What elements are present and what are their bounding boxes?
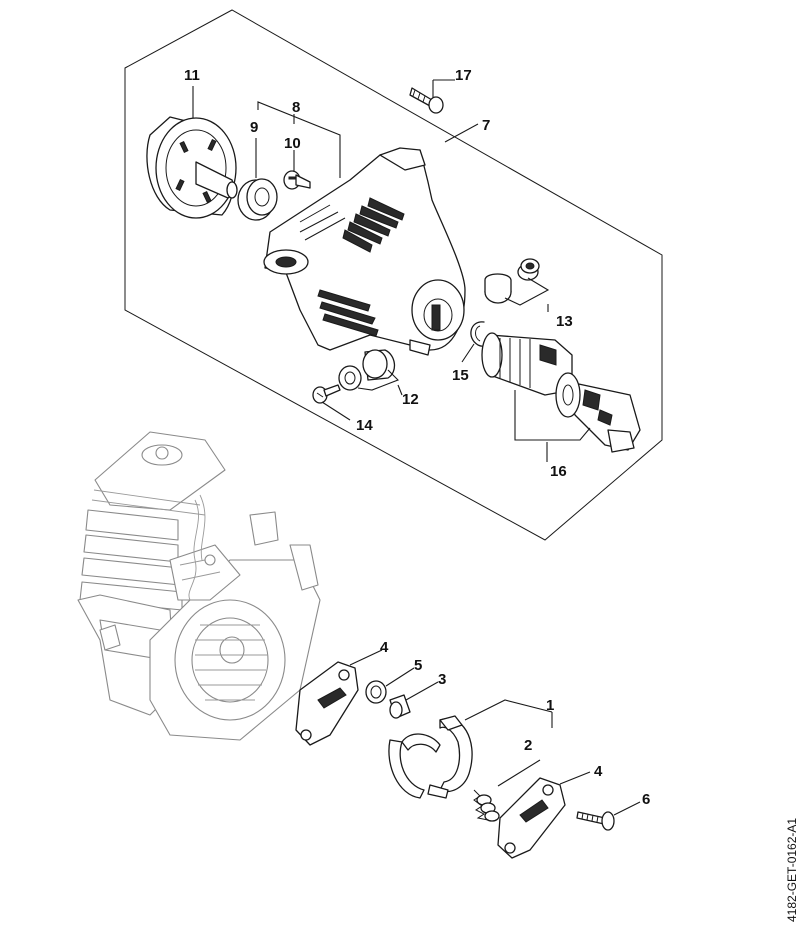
callout-15: 15 — [452, 367, 469, 384]
sleeve-set-12 — [338, 349, 396, 391]
callout-14: 14 — [356, 417, 373, 434]
callout-2: 2 — [524, 737, 532, 754]
clutch-drum — [146, 116, 238, 219]
spring — [473, 789, 500, 822]
callout-17: 17 — [455, 67, 472, 84]
washer — [365, 680, 387, 704]
exploded-view-frame — [124, 9, 663, 541]
screw-14 — [312, 384, 341, 404]
clutch-shoe-assembly — [388, 715, 473, 799]
engine-block — [77, 431, 321, 741]
callout-6: 6 — [642, 791, 650, 808]
sleeve-set-13 — [484, 258, 540, 304]
ball-bearing — [237, 178, 278, 221]
callout-8: 8 — [292, 99, 300, 116]
callout-13: 13 — [556, 313, 573, 330]
callout-10: 10 — [284, 135, 301, 152]
callout-9: 9 — [250, 119, 258, 136]
screw-17 — [409, 87, 444, 114]
callout-11: 11 — [184, 67, 200, 84]
callout-4-left: 4 — [380, 639, 389, 656]
bearing-sleeve-set — [481, 332, 641, 453]
callout-5: 5 — [414, 657, 422, 674]
screw-10 — [283, 170, 311, 190]
callout-1: 1 — [546, 697, 554, 714]
document-id: 4182-GET-0162-A1 — [785, 818, 799, 922]
callout-labels: 11 17 8 9 10 7 13 15 12 14 16 4 5 3 1 2 … — [184, 67, 650, 808]
callout-16: 16 — [550, 463, 567, 480]
washer-plate-left — [295, 661, 359, 746]
fan-housing — [263, 147, 466, 356]
screw-6 — [576, 811, 615, 831]
callout-4-right: 4 — [594, 763, 603, 780]
leader-lines — [192, 79, 641, 816]
callout-7: 7 — [482, 117, 490, 134]
callout-12: 12 — [402, 391, 419, 408]
callout-3: 3 — [438, 671, 446, 688]
sleeve — [389, 694, 411, 719]
washer-plate-right — [497, 777, 566, 859]
